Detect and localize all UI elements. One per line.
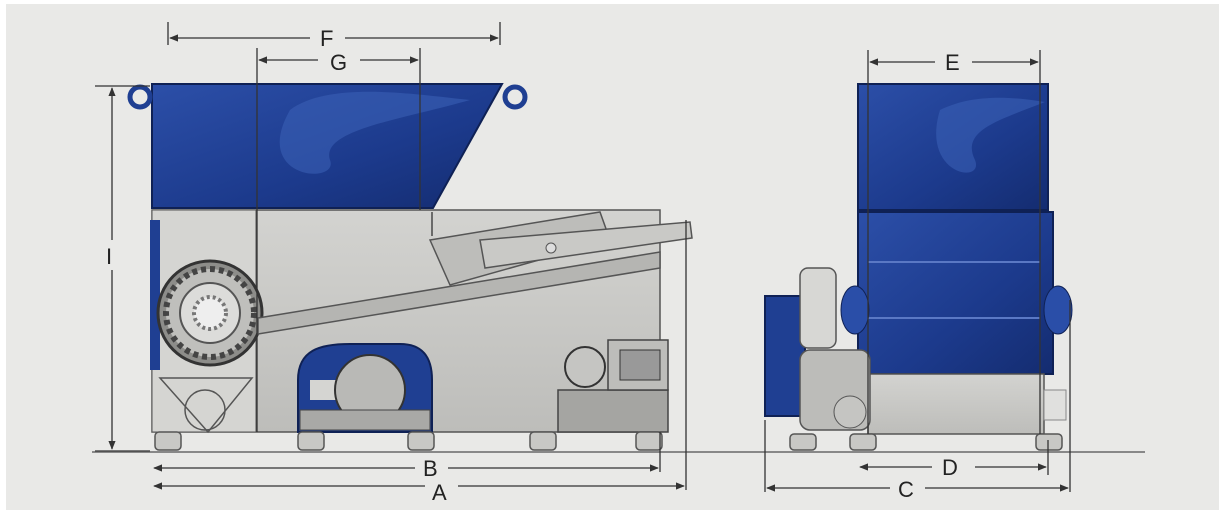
- ram-slide: [257, 251, 661, 335]
- side-hopper: [127, 83, 528, 209]
- hydraulic-unit: [557, 339, 669, 433]
- dim-label-e: E: [945, 50, 960, 75]
- front-chamber: [857, 211, 1054, 375]
- dim-label-b: B: [423, 456, 438, 481]
- front-base: [867, 373, 1045, 435]
- front-feet: [789, 433, 1063, 451]
- side-view: [127, 83, 693, 451]
- front-hopper: [857, 83, 1049, 211]
- dim-label-d: D: [942, 455, 958, 480]
- discharge-cone: [158, 377, 254, 434]
- front-drive: [764, 267, 871, 431]
- rotor: [156, 259, 264, 367]
- dim-label-g: G: [330, 50, 347, 75]
- bearing-left: [840, 285, 870, 335]
- front-view: [764, 83, 1073, 451]
- dim-label-a: A: [432, 480, 447, 505]
- hydraulic-cylinder: [428, 211, 693, 286]
- dim-label-i: I: [106, 244, 112, 269]
- dimension-lines: [95, 22, 1071, 492]
- side-feet: [154, 431, 663, 451]
- dim-label-f: F: [320, 26, 333, 51]
- bearing-right: [1043, 285, 1073, 335]
- dim-label-c: C: [898, 477, 914, 502]
- side-blue-strip: [150, 220, 160, 370]
- main-motor: [297, 343, 433, 433]
